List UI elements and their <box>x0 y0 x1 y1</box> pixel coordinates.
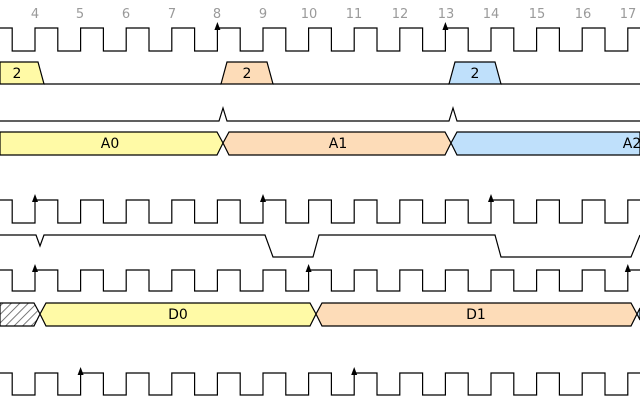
tick-label: 9 <box>259 7 267 22</box>
burst-value-2-label: 2 <box>471 66 480 82</box>
burst-value-1 <box>220 61 274 85</box>
active-edge-arrow <box>214 22 221 30</box>
clock-waveform-3 <box>0 264 640 292</box>
address-value-1-label: A1 <box>329 136 347 152</box>
burst-value-0-label: 2 <box>13 66 22 82</box>
active-edge-arrow <box>32 264 38 272</box>
data-value-0-label: D0 <box>168 307 188 323</box>
ready-signal-waveform <box>0 234 640 258</box>
clock-line <box>0 199 640 224</box>
address-value-0-label: A0 <box>101 136 119 152</box>
burst-value-2 <box>448 61 502 85</box>
tick-label: 17 <box>620 7 637 22</box>
data-value-1-label: D1 <box>466 307 486 323</box>
clock-line <box>0 27 640 52</box>
data-next-value <box>636 307 640 321</box>
tick-label: 16 <box>575 7 592 22</box>
address-bus-row: A0 A1 A2 <box>0 131 640 156</box>
tick-label: 6 <box>122 7 130 22</box>
active-edge-arrow <box>624 264 631 272</box>
clock-line <box>0 372 640 396</box>
clock-line <box>0 269 640 292</box>
burst-value-0 <box>0 61 45 85</box>
data-bus-row: D0 D1 <box>0 302 640 327</box>
tick-label: 13 <box>438 7 455 22</box>
tick-label: 4 <box>31 7 39 22</box>
burst-value-1-label: 2 <box>243 66 252 82</box>
active-edge-arrow <box>77 367 84 375</box>
tick-label: 11 <box>346 7 363 22</box>
address-value-2 <box>450 131 640 156</box>
clock-waveform-4 <box>0 367 640 396</box>
active-edge-arrow <box>305 264 312 272</box>
address-value-2-label: A2 <box>623 136 640 152</box>
tick-label: 8 <box>213 7 221 22</box>
cycle-tick-labels: 4 5 6 7 8 9 10 11 12 13 14 15 16 17 <box>31 7 636 22</box>
active-edge-arrow <box>351 367 358 375</box>
tick-label: 10 <box>301 7 318 22</box>
clock-waveform-1 <box>0 22 640 52</box>
clock-waveform-2 <box>0 194 640 224</box>
active-edge-arrow <box>260 194 266 202</box>
tick-label: 14 <box>483 7 500 22</box>
tick-label: 12 <box>392 7 409 22</box>
data-undefined-hatch <box>0 302 41 327</box>
address-strobe-waveform <box>0 105 640 122</box>
active-edge-arrow <box>488 194 494 202</box>
active-edge-arrow <box>442 22 449 30</box>
active-edge-arrow <box>32 194 38 202</box>
tick-label: 5 <box>76 7 84 22</box>
address-value-0 <box>0 131 224 156</box>
tick-label: 7 <box>168 7 176 22</box>
tick-label: 15 <box>529 7 546 22</box>
burst-bus-row: 2 2 2 <box>0 61 640 85</box>
